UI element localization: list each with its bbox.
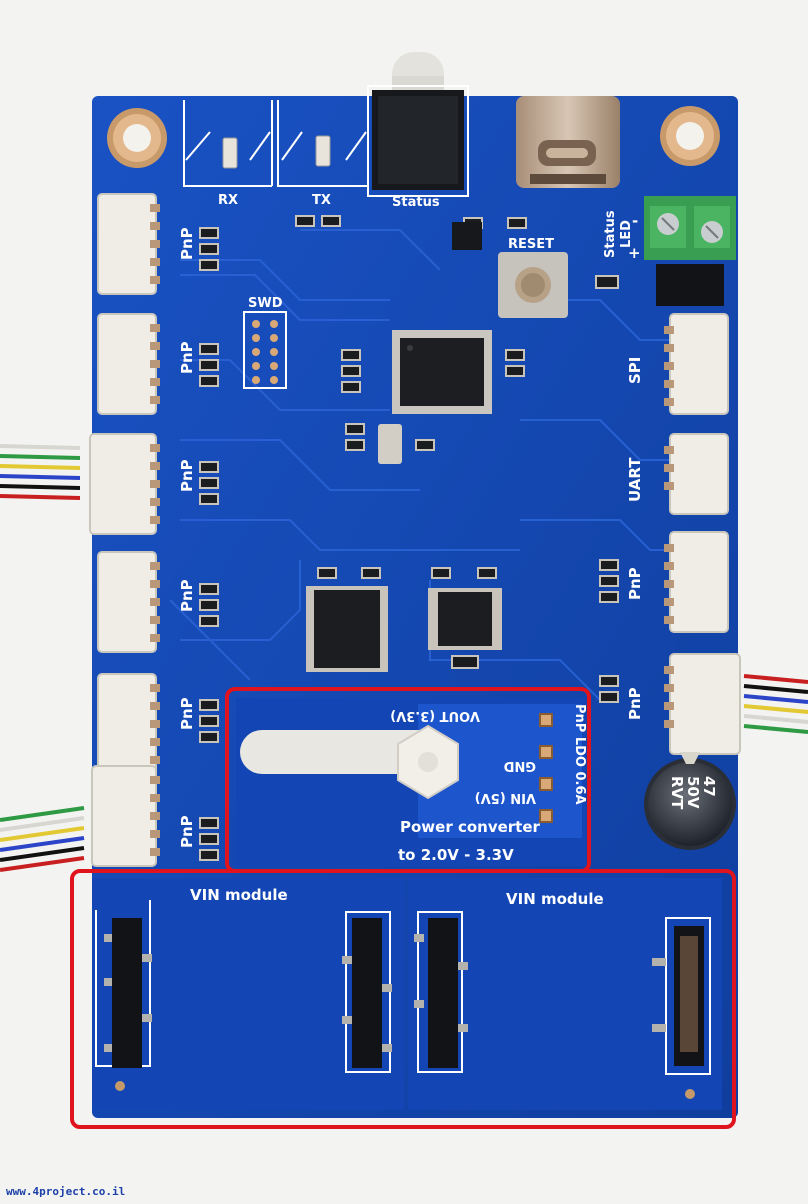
vin-module-right <box>408 878 722 1110</box>
uart-label: UART <box>626 457 644 502</box>
ldo-vout-label: VOUT (3.3V) <box>390 708 480 723</box>
left-port-label-1: PnP <box>178 227 196 260</box>
mounting-hole-left <box>107 108 167 168</box>
ldo-bottom-line2: to 2.0V - 3.3V <box>398 846 514 864</box>
electrolytic-capacitor: 47 50V RVT <box>644 752 736 850</box>
left-port-label-5: PnP <box>178 697 196 730</box>
regulator <box>452 222 482 250</box>
left-cable-2 <box>0 806 85 872</box>
tx-led <box>315 135 331 167</box>
ldo-bottom-line1: Power converter <box>400 818 541 836</box>
right-port-label-1: PnP <box>626 567 644 600</box>
swd-label: SWD <box>248 296 283 311</box>
crystal <box>378 424 402 464</box>
status-label: Status <box>392 195 440 210</box>
capacitor-line3: RVT <box>668 776 686 810</box>
left-cable-1 <box>0 444 81 500</box>
vin-module-left-label: VIN module <box>190 886 288 904</box>
status-led-line1: Status <box>603 210 618 258</box>
ldo-vin-label: VIN (5V) <box>475 790 536 805</box>
swd-header <box>243 311 287 389</box>
left-connectors <box>89 193 157 867</box>
ldo-title-label: PnP LDO 0.6A <box>572 704 587 805</box>
rx-led <box>222 137 238 169</box>
usb-c-connector <box>516 96 620 188</box>
ic-soic <box>428 588 502 650</box>
vin-module-right-label: VIN module <box>506 890 604 908</box>
left-port-label-6: PnP <box>178 815 196 848</box>
vin-module-left <box>92 878 404 1110</box>
minus-label: - <box>632 212 638 230</box>
capacitor-line1: 47 <box>700 776 718 797</box>
status-led-label-group: Status LED <box>603 210 634 258</box>
status-led-line2: LED <box>619 220 634 248</box>
right-port-label-2: PnP <box>626 687 644 720</box>
ldo-gnd-label: GND <box>503 758 536 773</box>
right-connector-pins <box>664 326 674 728</box>
smd-resistor <box>451 655 479 669</box>
highlight-vin-modules <box>70 869 736 1129</box>
left-port-label-4: PnP <box>178 579 196 612</box>
status-jack <box>367 85 469 197</box>
rx-label: RX <box>218 193 238 208</box>
tx-label: TX <box>312 193 331 208</box>
green-terminal-block <box>644 196 736 306</box>
plus-label: + <box>628 244 641 262</box>
ic-tssop <box>306 586 388 672</box>
footer-url: www.4project.co.il <box>6 1185 126 1198</box>
right-cable <box>743 674 808 734</box>
mcu-chip <box>392 330 492 414</box>
left-port-label-2: PnP <box>178 341 196 374</box>
ldo-module <box>236 698 586 866</box>
mounting-hole-right <box>660 106 720 166</box>
right-connectors <box>669 313 741 755</box>
reset-label: RESET <box>508 237 554 252</box>
capacitor-line2: 50V <box>684 776 702 809</box>
left-port-label-3: PnP <box>178 459 196 492</box>
left-connector-pins <box>150 204 160 856</box>
reset-button <box>498 252 568 318</box>
spi-label: SPI <box>626 357 644 384</box>
